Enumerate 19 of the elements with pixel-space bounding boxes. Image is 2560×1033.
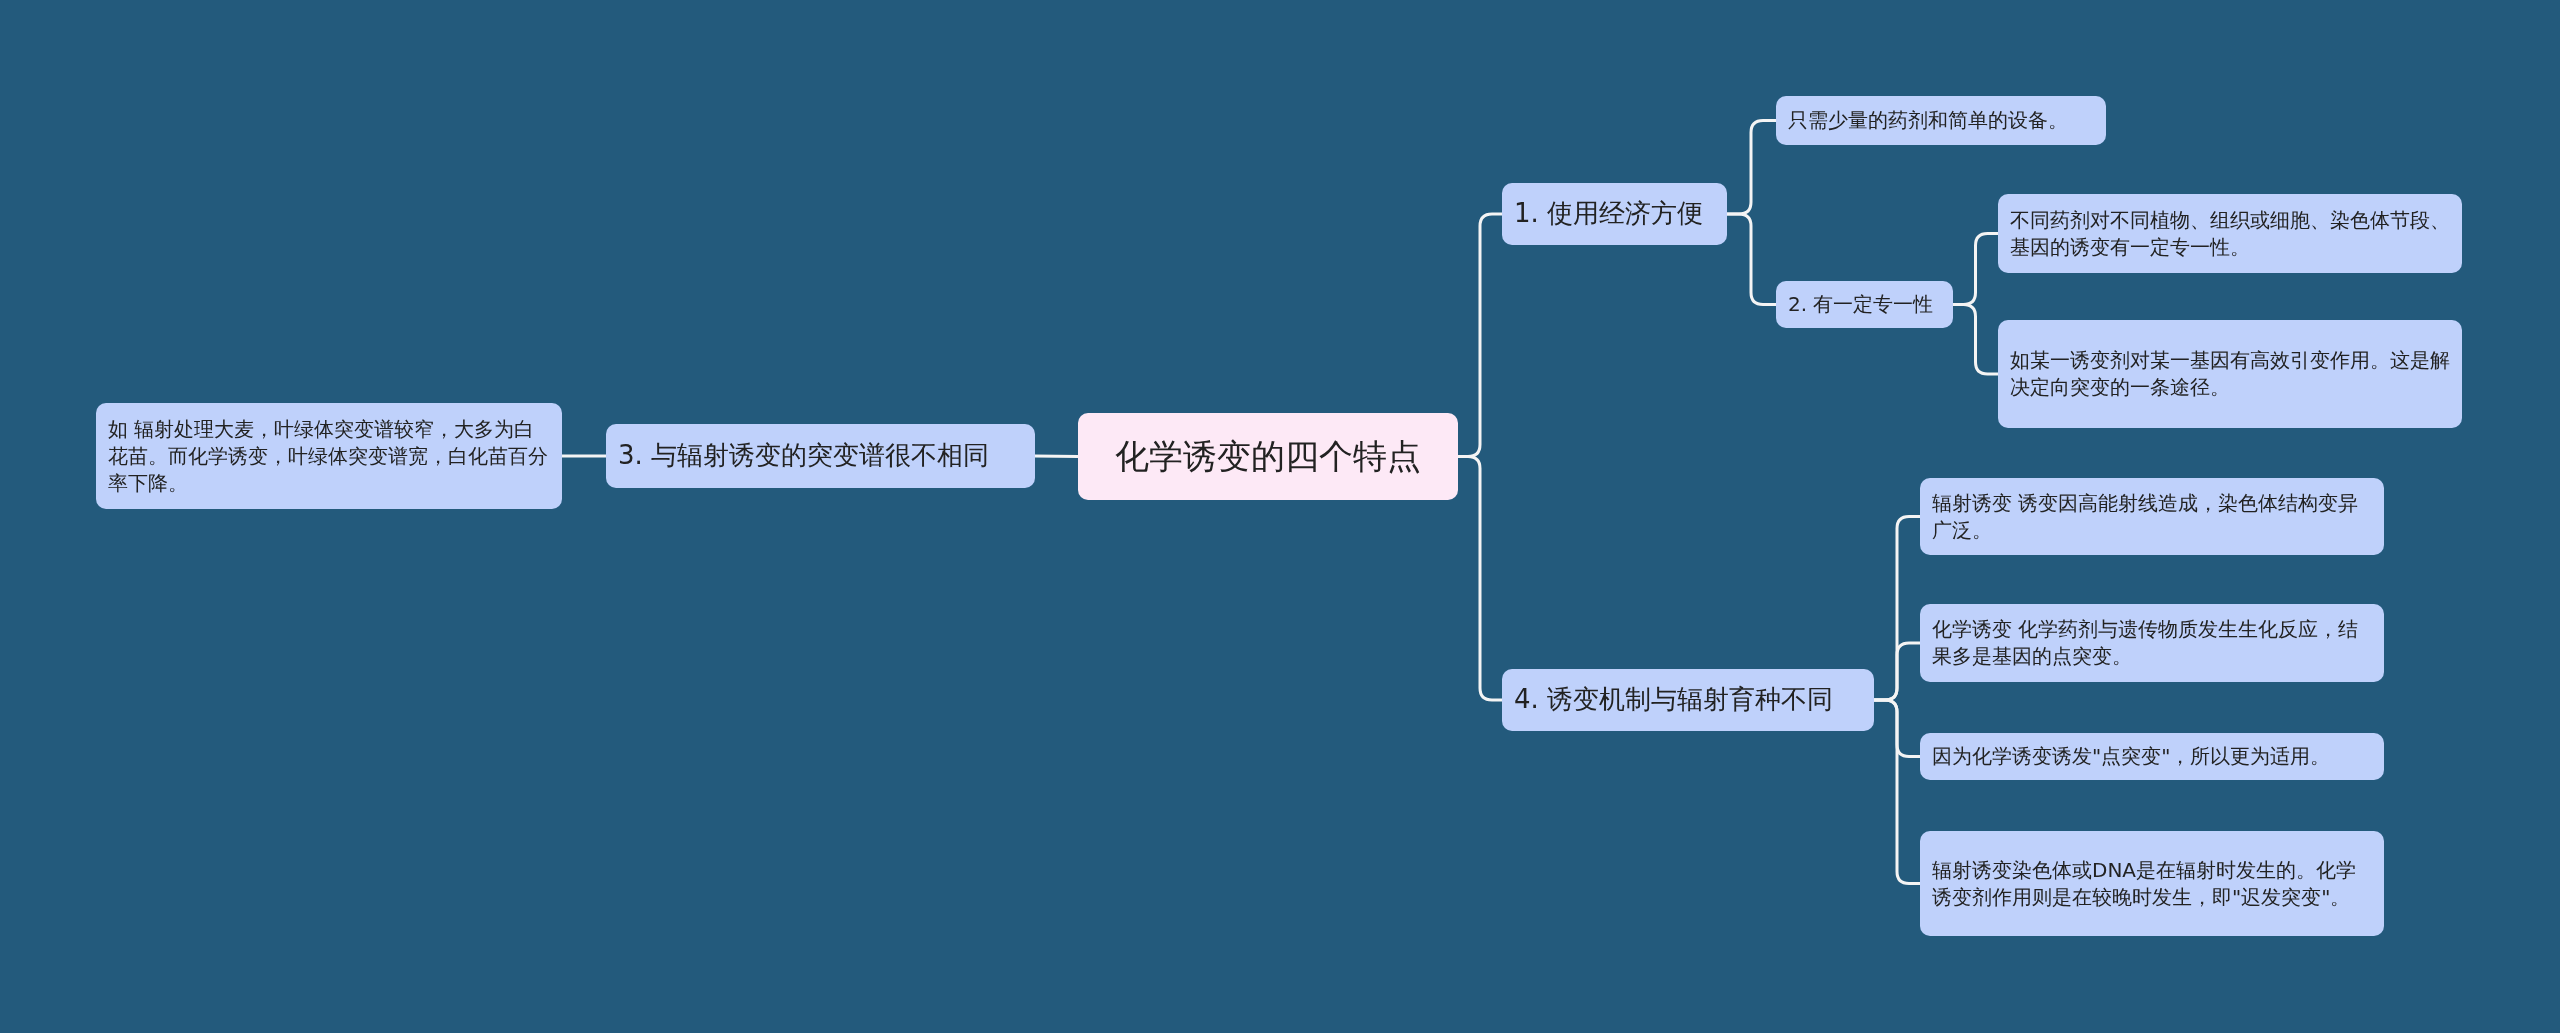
note-box: 如 辐射处理大麦，叶绿体突变谱较窄，大多为白花苗。而化学诱变，叶绿体突变谱宽，白化苗百分率下降。 bbox=[96, 403, 562, 509]
central-topic-box: 化学诱变的四个特点 bbox=[1078, 413, 1458, 500]
topic-box: 1. 使用经济方便 bbox=[1502, 183, 1727, 245]
note-box: 辐射诱变 诱变因高能射线造成，染色体结构变异广泛。 bbox=[1920, 478, 2384, 555]
topic-box: 4. 诱变机制与辐射育种不同 bbox=[1502, 669, 1874, 731]
note-box: 不同药剂对不同植物、组织或细胞、染色体节段、基因的诱变有一定专一性。 bbox=[1998, 194, 2462, 273]
note-box: 如某一诱变剂对某一基因有高效引变作用。这是解决定向突变的一条途径。 bbox=[1998, 320, 2462, 428]
connector-line bbox=[1727, 212, 1776, 306]
connector-line bbox=[1953, 303, 1998, 376]
connector-line bbox=[1035, 454, 1078, 458]
note-box: 辐射诱变染色体或DNA是在辐射时发生的。化学诱变剂作用则是在较晚时发生，即"迟发突变"。 bbox=[1920, 831, 2384, 936]
note-box: 化学诱变 化学药剂与遗传物质发生生化反应，结果多是基因的点突变。 bbox=[1920, 604, 2384, 682]
connector-line bbox=[562, 454, 606, 458]
topic-box: 2. 有一定专一性 bbox=[1776, 281, 1953, 328]
topic-box: 3. 与辐射诱变的突变谱很不相同 bbox=[606, 424, 1035, 488]
connector-line bbox=[1458, 455, 1502, 702]
connector-line bbox=[1874, 698, 1920, 885]
note-box: 因为化学诱变诱发"点突变"，所以更为适用。 bbox=[1920, 733, 2384, 780]
note-box: 只需少量的药剂和简单的设备。 bbox=[1776, 96, 2106, 145]
